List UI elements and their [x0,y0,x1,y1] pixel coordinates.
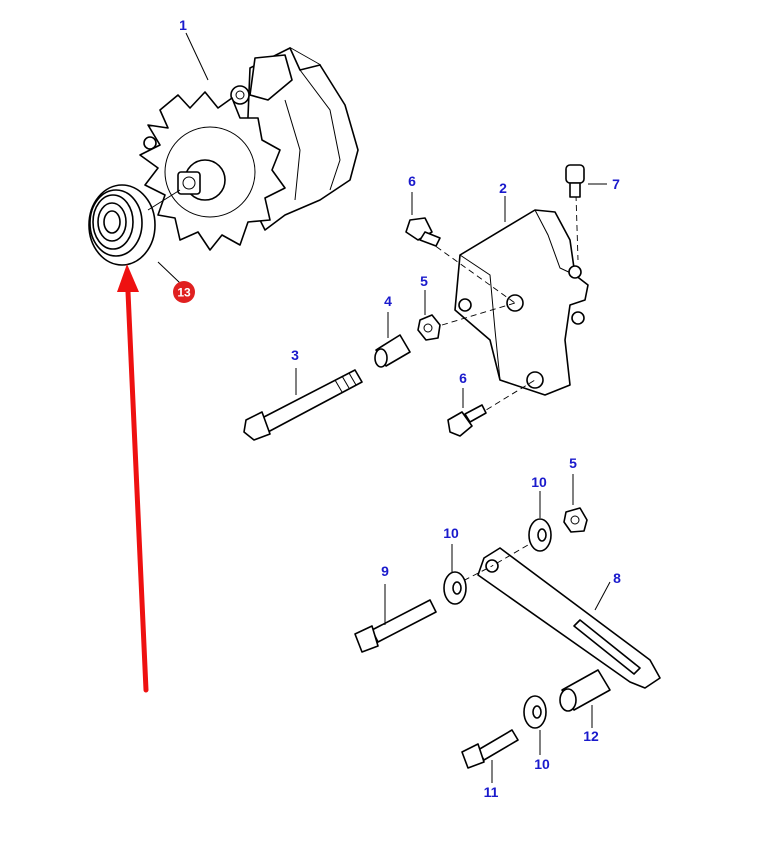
leader-lines [157,32,611,783]
callout-labels: 1 2 3 4 5 5 6 6 7 8 9 10 10 10 11 12 [179,17,621,800]
washer-c [523,695,547,729]
nut-lower [563,507,588,533]
screw-lower [447,404,487,437]
washer-b [528,518,552,552]
callout-5-upper: 5 [420,273,428,289]
arrow-head [117,264,139,292]
callout-10-b: 10 [531,474,547,490]
callout-7: 7 [612,176,620,192]
callout-4: 4 [384,293,392,309]
callout-12: 12 [583,728,599,744]
spacer-lower [559,669,611,712]
alternator [139,47,359,251]
callout-8: 8 [613,570,621,586]
highlight-badge: 13 [173,281,195,303]
bolt-lower [461,729,519,769]
arrow-shaft [125,289,149,693]
spacer-sleeve [374,334,411,368]
callout-3: 3 [291,347,299,363]
screw-top [565,164,585,198]
adjustment-link [454,534,661,689]
badge-label: 13 [177,286,191,300]
pulley [88,184,181,266]
long-bolt [243,369,363,441]
badge-circle [173,281,195,303]
callout-6-upper: 6 [408,173,416,189]
callout-10-c: 10 [534,756,550,772]
mounting-bracket [419,194,589,416]
callout-6-lower: 6 [459,370,467,386]
callout-11: 11 [484,784,499,800]
callout-2: 2 [499,180,507,196]
bolt-middle [354,599,437,653]
callout-10-a: 10 [443,525,459,541]
callout-1: 1 [179,17,187,33]
callout-9: 9 [381,563,389,579]
callout-5-lower: 5 [569,455,577,471]
washer-a [443,571,467,605]
nut-upper [417,314,441,341]
red-highlight-arrow [117,264,149,693]
screw-upper [405,217,441,247]
